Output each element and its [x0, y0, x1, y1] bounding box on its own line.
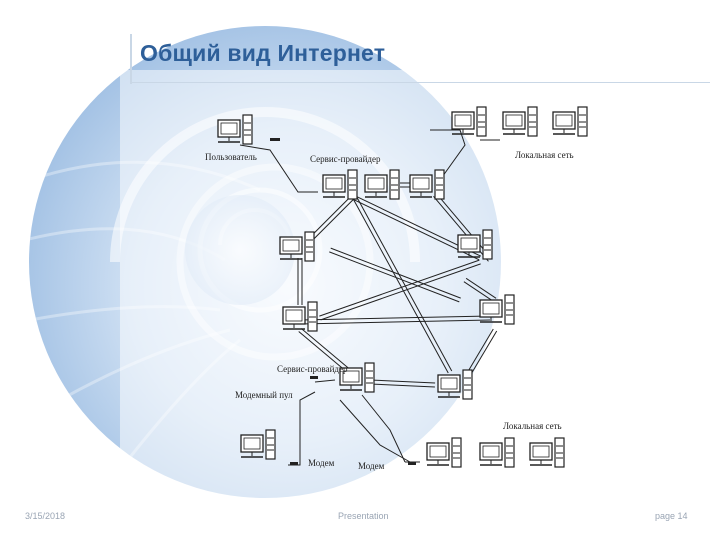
- computer-node-right-1: [457, 229, 493, 260]
- modem-left-unit: [290, 462, 298, 465]
- computer-node-left-1: [279, 231, 315, 262]
- footer-date: 3/15/2018: [25, 511, 66, 521]
- modem-pool-unit: [310, 376, 318, 379]
- computer-lan-bottom-2: [479, 437, 515, 468]
- label-modem-pool: Модемный пул: [235, 390, 293, 400]
- computer-lan-top-3: [552, 106, 588, 137]
- label-modem-left: Модем: [308, 458, 335, 468]
- label-modem-right: Модем: [358, 461, 385, 471]
- label-provider-bottom: Сервис-провайдер: [277, 364, 348, 374]
- title-divider: [130, 34, 132, 84]
- switch-user: [270, 138, 280, 141]
- label-provider-top: Сервис-провайдер: [310, 154, 381, 164]
- computer-provider-top-3: [409, 169, 445, 200]
- computer-user: [217, 114, 253, 145]
- computer-node-bottom: [437, 369, 473, 400]
- computer-provider-top-1: [322, 169, 358, 200]
- footer-center: Presentation: [338, 511, 389, 521]
- computer-node-left-2: [282, 301, 318, 332]
- computer-modem-user: [240, 429, 276, 460]
- footer-page: page 14: [655, 511, 688, 521]
- computer-lan-top-2: [502, 106, 538, 137]
- label-lan-bottom: Локальная сеть: [503, 421, 562, 431]
- page-title: Общий вид Интернет: [140, 40, 386, 66]
- computer-provider-bottom: [339, 362, 375, 393]
- computer-provider-top-2: [364, 169, 400, 200]
- computer-lan-bottom-1: [426, 437, 462, 468]
- computer-lan-bottom-3: [529, 437, 565, 468]
- label-user: Пользователь: [205, 152, 257, 162]
- computer-node-right-2: [479, 294, 515, 325]
- modem-right-unit: [408, 462, 416, 465]
- label-lan-top: Локальная сеть: [515, 150, 574, 160]
- computer-lan-top-1: [451, 106, 487, 137]
- title-underline: [130, 82, 710, 83]
